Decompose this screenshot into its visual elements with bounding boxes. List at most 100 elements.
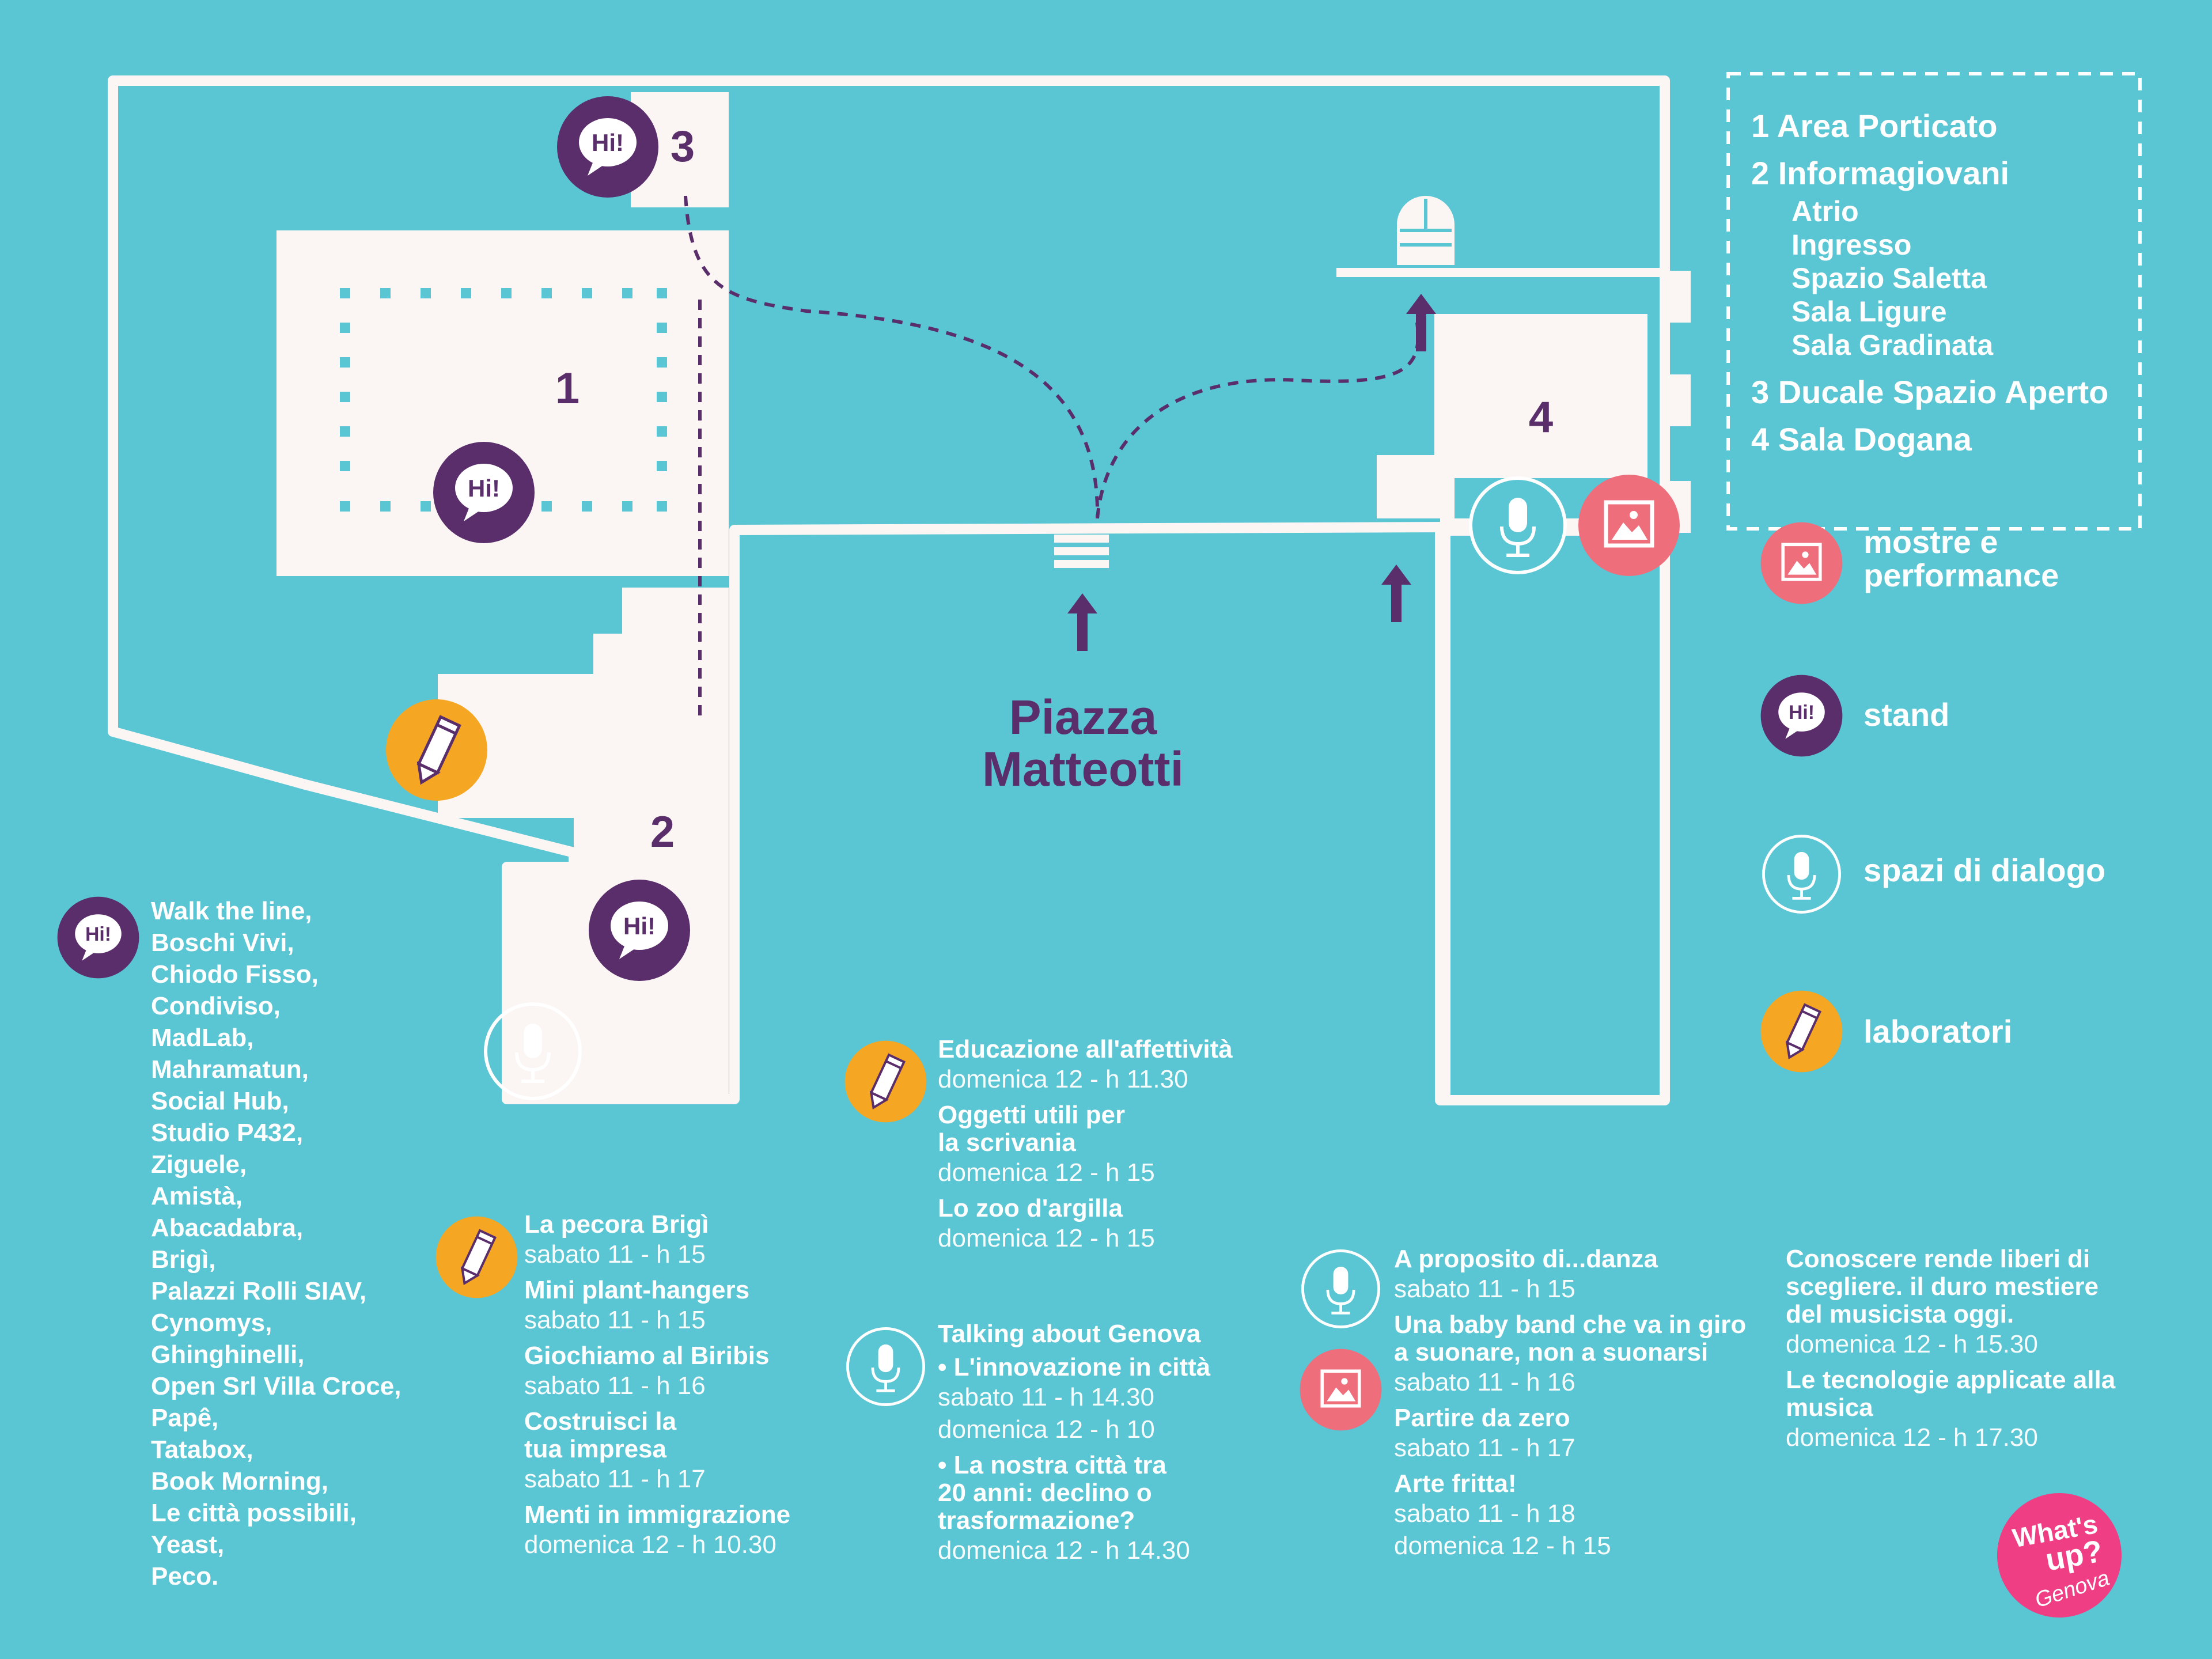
svg-text:Hi!: Hi! — [592, 129, 624, 156]
event-title: musica — [1786, 1393, 1873, 1422]
talk-item-title: • L'innovazione in città — [938, 1353, 1211, 1381]
stand-name: Chiodo Fisso, — [151, 960, 319, 988]
event-title: scegliere. il duro mestiere — [1786, 1272, 2099, 1301]
event-time: sabato 11 - h 17 — [1394, 1434, 1575, 1462]
event-title: Una baby band che va in giro — [1394, 1310, 1747, 1339]
talk-item-title: 20 anni: declino o — [938, 1479, 1152, 1507]
stand-name: Book Morning, — [151, 1467, 328, 1495]
talking-about-genova: Talking about Genova • L'innovazione in … — [938, 1320, 1210, 1573]
microphone-icon — [1760, 832, 1843, 919]
talk-item-time: domenica 12 - h 10 — [938, 1415, 1155, 1444]
event-time: domenica 12 - h 15 — [938, 1158, 1155, 1187]
stand-name: Le città possibili, — [151, 1499, 357, 1527]
event-title: Giochiamo al Biribis — [524, 1342, 770, 1370]
whats-up-genova-logo: What's up? Genova — [1993, 1489, 2126, 1624]
arrow-piazza — [1067, 593, 1097, 651]
microphone-icon-talk — [844, 1325, 927, 1411]
event-time: sabato 11 - h 18 — [1394, 1499, 1575, 1528]
picture-icon-area-4 — [1577, 474, 1681, 580]
stand-name: Ghinghinelli, — [151, 1340, 305, 1369]
stand-name: Open Srl Villa Croce, — [151, 1372, 402, 1400]
legend-label-stand: stand — [1863, 696, 1950, 733]
event-title: tua impresa — [524, 1435, 666, 1463]
event-title: la scrivania — [938, 1128, 1076, 1157]
legend-label-exhibitions: mostre e performance — [1863, 524, 2059, 593]
stand-name: Abacadabra, — [151, 1214, 304, 1242]
speech-bubble-icon-area-1: Hi! — [432, 441, 536, 547]
microphone-icon-area-2 — [481, 999, 585, 1106]
workshops-sunday-list: Educazione all'affettività domenica 12 - … — [938, 1036, 1233, 1260]
stand-name: Amistà, — [151, 1182, 243, 1210]
walking-path — [684, 195, 1420, 720]
event-title: Lo zoo d'argilla — [938, 1194, 1123, 1222]
event-title: Conoscere rende liberi di — [1786, 1245, 2090, 1273]
stand-name: Mahramatun, — [151, 1055, 309, 1084]
event-title: del musicista oggi. — [1786, 1300, 2014, 1328]
staircase-piazza — [1054, 535, 1109, 568]
microphone-icon-area-4 — [1466, 474, 1570, 580]
event-title: Le tecnologie applicate alla — [1786, 1366, 2116, 1394]
legend-subarea: Spazio Saletta — [1791, 262, 1987, 294]
legend-label-dialogue: spazi di dialogo — [1863, 852, 2106, 888]
square-label: Piazza Matteotti — [956, 691, 1210, 795]
stand-name: Social Hub, — [151, 1087, 289, 1115]
stand-name: Palazzi Rolli SIAV, — [151, 1277, 367, 1305]
legend-subarea: Atrio — [1791, 195, 1859, 228]
event-title: Mini plant-hangers — [524, 1276, 750, 1304]
svg-text:Hi!: Hi! — [85, 923, 111, 945]
pencil-icon-labs-2 — [844, 1040, 927, 1126]
speech-bubble-icon: Hi! — [1760, 674, 1843, 760]
event-title: Menti in immigrazione — [524, 1501, 791, 1529]
legend-subarea: Sala Ligure — [1791, 296, 1947, 328]
stand-list: Walk the line,Boschi Vivi,Chiodo Fisso,C… — [151, 895, 401, 1592]
area-number-3: 3 — [671, 122, 695, 171]
stand-name: Cynomys, — [151, 1309, 272, 1337]
event-title: Arte fritta! — [1394, 1469, 1517, 1498]
event-time: sabato 11 - h 17 — [524, 1465, 706, 1493]
event-title: La pecora Brigì — [524, 1210, 709, 1238]
speech-bubble-icon-area-2: Hi! — [588, 878, 691, 985]
talk-item-title: trasformazione? — [938, 1506, 1135, 1535]
talk-item-title: • La nostra città tra — [938, 1451, 1166, 1479]
legend-area-4: 4 Sala Dogana — [1751, 421, 1972, 457]
area-number-4: 4 — [1529, 393, 1553, 442]
event-time: sabato 11 - h 15 — [524, 1306, 706, 1334]
stand-name: Tatabox, — [151, 1435, 253, 1464]
legend-subarea: Sala Gradinata — [1791, 329, 1994, 361]
event-title: a suonare, non a suonarsi — [1394, 1338, 1709, 1366]
arrow-top — [1406, 294, 1436, 351]
event-time: domenica 12 - h 10.30 — [524, 1531, 777, 1559]
square-label-line-1: Piazza — [1009, 690, 1157, 744]
legend-box — [1726, 72, 2142, 531]
stand-name: Brigì, — [151, 1245, 216, 1274]
stand-name: Peco. — [151, 1562, 219, 1590]
legend-area-1: 1 Area Porticato — [1751, 108, 1998, 144]
stand-name: Ziguele, — [151, 1150, 247, 1179]
event-title: Partire da zero — [1394, 1404, 1570, 1432]
talk-title: Talking about Genova — [938, 1320, 1201, 1348]
legend-area-2: 2 Informagiovani — [1751, 155, 2010, 191]
pencil-icon-area-2 — [385, 698, 488, 805]
picture-icon-dialog — [1299, 1348, 1382, 1434]
event-time: sabato 11 - h 15 — [1394, 1275, 1575, 1303]
pencil-icon — [1760, 990, 1843, 1076]
event-title: Educazione all'affettività — [938, 1035, 1233, 1063]
stand-name: Yeast, — [151, 1531, 225, 1559]
microphone-icon-dialog — [1299, 1247, 1382, 1334]
